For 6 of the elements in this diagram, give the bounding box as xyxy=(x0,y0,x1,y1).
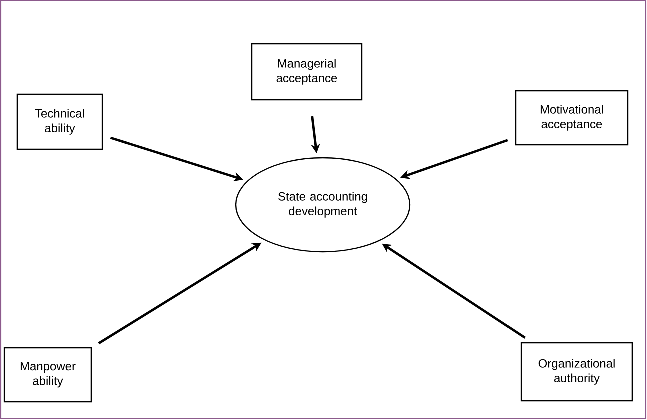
text-box: Motivational acceptance xyxy=(515,90,629,146)
text-box: Technical ability xyxy=(16,94,104,150)
ellipse-node: State accounting development xyxy=(235,157,411,253)
text-box: Managerial acceptance xyxy=(251,43,363,101)
text-box: Manpower ability xyxy=(4,347,92,403)
text-box: Organizational authority xyxy=(520,342,634,402)
